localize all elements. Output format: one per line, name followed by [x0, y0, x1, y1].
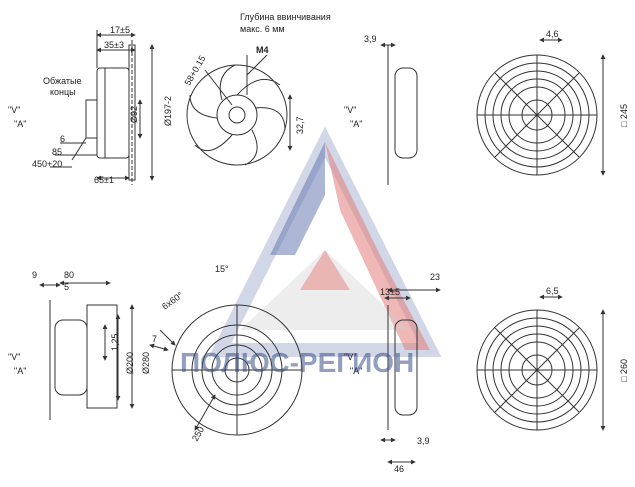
svg-text:1,25: 1,25 [110, 333, 120, 351]
svg-text:"A": "A" [350, 366, 362, 376]
svg-text:450+20: 450+20 [32, 159, 62, 169]
svg-text:макс. 6 мм: макс. 6 мм [240, 24, 285, 34]
svg-text:17±5: 17±5 [110, 25, 130, 35]
side-view-large-labels: 9 80 5 "V" "A" 1,25 Ø200 Ø280 [8, 270, 151, 376]
svg-text:58+0.15: 58+0.15 [182, 54, 207, 87]
guard-front-top [476, 37, 606, 176]
svg-text:5: 5 [64, 282, 69, 292]
svg-text:3,9: 3,9 [417, 436, 430, 446]
svg-text:концы: концы [50, 87, 76, 97]
svg-text:23: 23 [430, 272, 440, 282]
svg-text:Глубина ввинчивания: Глубина ввинчивания [240, 12, 331, 22]
svg-text:"V": "V" [8, 352, 20, 362]
svg-text:7: 7 [152, 334, 157, 344]
svg-text:9: 9 [32, 270, 37, 280]
svg-text:15°: 15° [215, 264, 229, 274]
watermark-logo [208, 126, 442, 357]
svg-text:65±1: 65±1 [94, 175, 114, 185]
side-view-narrow-bottom [380, 287, 441, 465]
svg-text:Ø280: Ø280 [141, 352, 151, 374]
svg-text:Ø200: Ø200 [125, 352, 135, 374]
svg-text:"A": "A" [14, 366, 26, 376]
svg-text:35±3: 35±3 [104, 40, 124, 50]
svg-text:□ 260: □ 260 [619, 359, 629, 382]
side-view-small [50, 30, 155, 185]
side-view-large [39, 280, 135, 420]
svg-text:"A": "A" [350, 119, 362, 129]
svg-text:250: 250 [190, 425, 206, 443]
svg-text:Ø92: Ø92 [129, 106, 139, 123]
svg-text:M4: M4 [256, 45, 269, 55]
svg-text:3,9: 3,9 [364, 34, 377, 44]
svg-text:"A": "A" [14, 119, 26, 129]
guard-front-bottom-labels: 6,5 □ 260 [546, 286, 629, 382]
svg-text:4,6: 4,6 [546, 29, 559, 39]
rear-view [149, 304, 303, 436]
svg-text:"V": "V" [8, 105, 20, 115]
side-view-narrow-bottom-labels: 23 13±5 "V" "A" 3,9 46 [344, 272, 440, 474]
svg-text:46: 46 [394, 464, 404, 474]
svg-text:6,5: 6,5 [546, 286, 559, 296]
guard-front-top-labels: 4,6 □ 245 [546, 29, 629, 127]
svg-text:"V": "V" [344, 105, 356, 115]
guard-front-bottom [476, 294, 606, 431]
watermark-text: ПОЛЮС-РЕГИОН [180, 347, 414, 378]
side-view-narrow-top-labels: 3,9 "V" "A" [344, 34, 377, 129]
svg-text:32,7: 32,7 [295, 116, 305, 134]
svg-text:Обжатые: Обжатые [43, 76, 81, 86]
svg-text:□ 245: □ 245 [619, 104, 629, 127]
svg-text:6x60°: 6x60° [160, 290, 185, 312]
svg-text:Ø197-2: Ø197-2 [163, 96, 173, 126]
front-impeller-view [186, 54, 293, 166]
side-view-small-labels: 17±5 35±3 Обжатые концы "V" "A" Ø92 Ø197… [8, 25, 173, 185]
svg-text:"V": "V" [344, 352, 356, 362]
svg-text:13±5: 13±5 [380, 287, 400, 297]
svg-text:80: 80 [64, 270, 74, 280]
side-view-narrow-top [380, 42, 418, 185]
svg-text:6: 6 [60, 134, 65, 144]
svg-text:85: 85 [52, 147, 62, 157]
